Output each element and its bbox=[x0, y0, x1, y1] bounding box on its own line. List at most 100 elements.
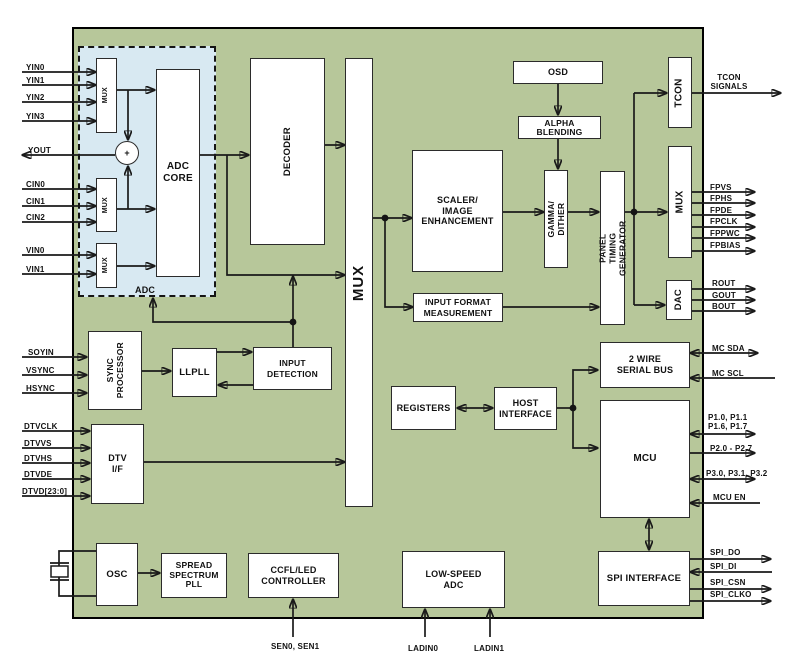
mcu-label: MCU bbox=[633, 453, 657, 464]
port-vin1: VIN1 bbox=[26, 265, 45, 274]
port-bout: BOUT bbox=[712, 302, 736, 311]
port-mc-sda: MC SDA bbox=[712, 344, 745, 353]
sync-processor-label: SYNC PROCESSOR bbox=[104, 342, 125, 399]
dac-block: DAC bbox=[666, 280, 692, 320]
spread-spectrum-pll-label: SPREAD SPECTRUM PLL bbox=[169, 560, 219, 590]
port-dtvd: DTVD[23:0] bbox=[22, 487, 68, 496]
wire bbox=[384, 218, 412, 307]
ccfl-led-controller-block: CCFL/LED CONTROLLER bbox=[248, 553, 339, 598]
registers-label: REGISTERS bbox=[396, 402, 451, 413]
port-fpvs: FPVS bbox=[710, 183, 732, 192]
vin-mux-block: MUX bbox=[96, 243, 117, 288]
port-ladin1: LADIN1 bbox=[474, 644, 505, 653]
llpll-label: LLPLL bbox=[179, 366, 210, 378]
adc-core-label: ADC CORE bbox=[163, 161, 193, 184]
osc-label: OSC bbox=[106, 568, 128, 580]
port-cin2: CIN2 bbox=[26, 213, 46, 222]
port-sen: SEN0, SEN1 bbox=[271, 642, 320, 651]
osc-block: OSC bbox=[96, 543, 138, 606]
port-dtvde: DTVDE bbox=[24, 470, 53, 479]
junction-dot bbox=[289, 318, 297, 326]
cin-mux-label: MUX bbox=[102, 196, 110, 214]
alpha-blending-block: ALPHA BLENDING bbox=[518, 116, 601, 139]
port-vsync: VSYNC bbox=[26, 366, 55, 375]
port-rout: ROUT bbox=[712, 279, 736, 288]
port-dtvvs: DTVVS bbox=[24, 439, 52, 448]
port-fpclk: FPCLK bbox=[710, 217, 738, 226]
port-vin0: VIN0 bbox=[26, 246, 45, 255]
crystal-icon bbox=[50, 565, 69, 578]
wire bbox=[226, 155, 344, 275]
mcu-block: MCU bbox=[600, 400, 690, 518]
low-speed-adc-block: LOW-SPEED ADC bbox=[402, 551, 505, 608]
adc-region-label: ADC bbox=[135, 285, 156, 295]
port-cin1: CIN1 bbox=[26, 197, 46, 206]
port-yout: YOUT bbox=[28, 146, 52, 155]
ccfl-led-controller-label: CCFL/LED CONTROLLER bbox=[261, 564, 326, 586]
junction-dot bbox=[630, 208, 638, 216]
port-ladin0: LADIN0 bbox=[408, 644, 439, 653]
panel-timing-generator-label: PANEL TIMING GENERATOR bbox=[597, 220, 628, 276]
adder-node: + bbox=[115, 141, 139, 165]
host-interface-block: HOST INTERFACE bbox=[494, 387, 557, 430]
port-spi-clko: SPI_CLKO bbox=[710, 590, 752, 599]
yin-mux-block: MUX bbox=[96, 58, 117, 133]
port-spi-di: SPI_DI bbox=[710, 562, 737, 571]
scaler-block: SCALER/ IMAGE ENHANCEMENT bbox=[412, 150, 503, 272]
port-soyin: SOYIN bbox=[28, 348, 54, 357]
port-yin0: YIN0 bbox=[26, 63, 45, 72]
port-spi-do: SPI_DO bbox=[710, 548, 741, 557]
port-fppwc: FPPWC bbox=[710, 229, 740, 238]
wire bbox=[572, 408, 597, 448]
port-fphs: FPHS bbox=[710, 194, 733, 203]
port-yin3: YIN3 bbox=[26, 112, 45, 121]
port-dtvhs: DTVHS bbox=[24, 454, 53, 463]
sync-processor-block: SYNC PROCESSOR bbox=[88, 331, 142, 410]
spi-interface-block: SPI INTERFACE bbox=[598, 551, 690, 606]
two-wire-serial-bus-block: 2 WIRE SERIAL BUS bbox=[600, 342, 690, 388]
alpha-blending-label: ALPHA BLENDING bbox=[536, 117, 583, 137]
port-yin2: YIN2 bbox=[26, 93, 45, 102]
gamma-dither-label: GAMMA/ DITHER bbox=[545, 200, 566, 238]
junction-dot bbox=[569, 404, 577, 412]
wire bbox=[153, 299, 293, 323]
adc-core-block: ADC CORE bbox=[156, 69, 200, 277]
output-mux-label: MUX bbox=[674, 190, 686, 214]
main-mux-block: MUX bbox=[345, 58, 373, 507]
port-yin1: YIN1 bbox=[26, 76, 45, 85]
yin-mux-label: MUX bbox=[102, 87, 110, 104]
spi-interface-label: SPI INTERFACE bbox=[606, 572, 682, 584]
decoder-block: DECODER bbox=[250, 58, 325, 245]
output-mux-block: MUX bbox=[668, 146, 692, 258]
tcon-block: TCON bbox=[668, 57, 692, 128]
adder-symbol: + bbox=[124, 148, 130, 158]
port-fpde: FPDE bbox=[710, 206, 733, 215]
spread-spectrum-pll-block: SPREAD SPECTRUM PLL bbox=[161, 553, 227, 598]
port-mc-scl: MC SCL bbox=[712, 369, 744, 378]
host-interface-label: HOST INTERFACE bbox=[499, 397, 552, 419]
input-format-measurement-block: INPUT FORMAT MEASUREMENT bbox=[413, 293, 503, 322]
vin-mux-label: MUX bbox=[102, 257, 110, 274]
input-detection-label: INPUT DETECTION bbox=[267, 358, 318, 379]
decoder-label: DECODER bbox=[281, 127, 293, 176]
scaler-label: SCALER/ IMAGE ENHANCEMENT bbox=[421, 194, 494, 227]
port-mcu-en: MCU EN bbox=[713, 493, 746, 502]
dac-label: DAC bbox=[673, 289, 685, 311]
osd-label: OSD bbox=[547, 67, 569, 78]
dtv-if-block: DTV I/F bbox=[91, 424, 144, 504]
input-format-measurement-label: INPUT FORMAT MEASUREMENT bbox=[423, 297, 493, 318]
low-speed-adc-label: LOW-SPEED ADC bbox=[425, 568, 482, 590]
port-hsync: HSYNC bbox=[26, 384, 56, 393]
dtv-if-label: DTV I/F bbox=[108, 453, 127, 474]
main-mux-label: MUX bbox=[350, 264, 367, 301]
llpll-block: LLPLL bbox=[172, 348, 217, 397]
port-tcon-signals: TCON SIGNALS bbox=[710, 73, 748, 92]
port-p2: P2.0 - P2.7 bbox=[710, 444, 753, 453]
port-cin0: CIN0 bbox=[26, 180, 46, 189]
input-detection-block: INPUT DETECTION bbox=[253, 347, 332, 390]
tcon-label: TCON bbox=[674, 77, 686, 108]
port-dtvclk: DTVCLK bbox=[24, 422, 58, 431]
gamma-dither-block: GAMMA/ DITHER bbox=[544, 170, 568, 268]
